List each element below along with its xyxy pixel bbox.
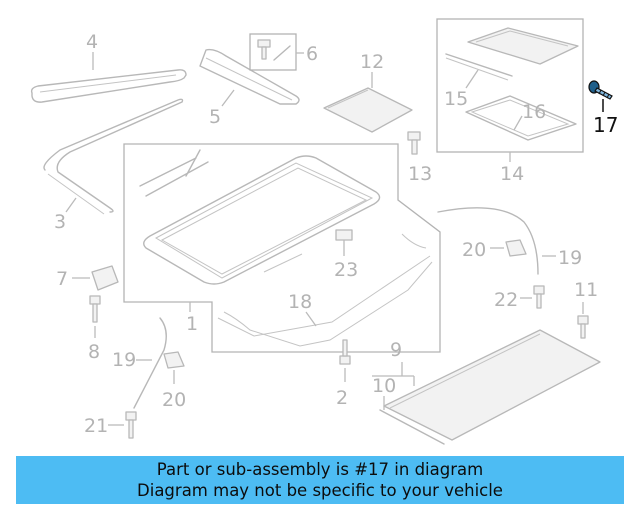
callout-5: 5 bbox=[209, 106, 221, 128]
callout-15: 15 bbox=[444, 88, 468, 110]
part-11-bolt bbox=[577, 315, 589, 339]
part-18-drain-hose bbox=[223, 233, 433, 347]
part-9-sunshade bbox=[379, 329, 601, 445]
callout-10: 10 bbox=[372, 375, 396, 397]
callout-17: 17 bbox=[593, 113, 618, 137]
part-4-glass-panel bbox=[30, 69, 187, 103]
part-7-bracket bbox=[91, 265, 119, 291]
part-3-seal bbox=[43, 98, 184, 215]
callout-20-left: 20 bbox=[162, 389, 186, 411]
part-12-shade-panel bbox=[323, 87, 413, 133]
part-5-deflector bbox=[199, 48, 300, 105]
callout-19-right: 19 bbox=[558, 247, 582, 269]
part-17-screw bbox=[588, 80, 613, 100]
part-15-glass bbox=[445, 27, 579, 81]
callout-22: 22 bbox=[494, 289, 518, 311]
part-23-clip bbox=[335, 229, 353, 241]
part-1-sunroof-frame bbox=[139, 149, 431, 337]
part-19-drain-hose-left bbox=[133, 317, 167, 409]
callout-2: 2 bbox=[336, 387, 348, 409]
part-19-drain-hose-right bbox=[437, 207, 539, 275]
callout-11: 11 bbox=[574, 279, 598, 301]
part-6-screws bbox=[257, 39, 291, 61]
callout-4: 4 bbox=[86, 31, 98, 53]
callout-19-left: 19 bbox=[112, 349, 136, 371]
callout-6: 6 bbox=[306, 43, 318, 65]
callout-9: 9 bbox=[390, 339, 402, 361]
part-13-bolt bbox=[407, 131, 421, 155]
callout-13: 13 bbox=[408, 163, 432, 185]
callout-7: 7 bbox=[56, 268, 68, 290]
callout-23: 23 bbox=[334, 259, 358, 281]
banner-line-2: Diagram may not be specific to your vehi… bbox=[137, 481, 503, 500]
banner-line-1: Part or sub-assembly is #17 in diagram bbox=[156, 460, 484, 479]
part-8-bolt bbox=[89, 295, 101, 323]
callout-14: 14 bbox=[500, 163, 524, 185]
callout-1: 1 bbox=[186, 313, 198, 335]
part-2-bolt bbox=[339, 339, 351, 365]
info-banner: Part or sub-assembly is #17 in diagram D… bbox=[16, 456, 624, 504]
callout-20-right: 20 bbox=[462, 239, 486, 261]
part-6-box bbox=[249, 33, 297, 71]
part-16-frame bbox=[465, 95, 577, 141]
part-21-bolt bbox=[125, 411, 137, 439]
part-20-clip-left bbox=[163, 351, 185, 369]
callout-16: 16 bbox=[522, 101, 546, 123]
part-1-outline bbox=[123, 143, 441, 353]
callout-18: 18 bbox=[288, 291, 312, 313]
callout-21: 21 bbox=[84, 415, 108, 437]
callout-12: 12 bbox=[360, 51, 384, 73]
part-20-clip-right bbox=[505, 239, 527, 257]
callout-8: 8 bbox=[88, 341, 100, 363]
part-22-bolt bbox=[533, 285, 545, 309]
callout-3: 3 bbox=[54, 211, 66, 233]
